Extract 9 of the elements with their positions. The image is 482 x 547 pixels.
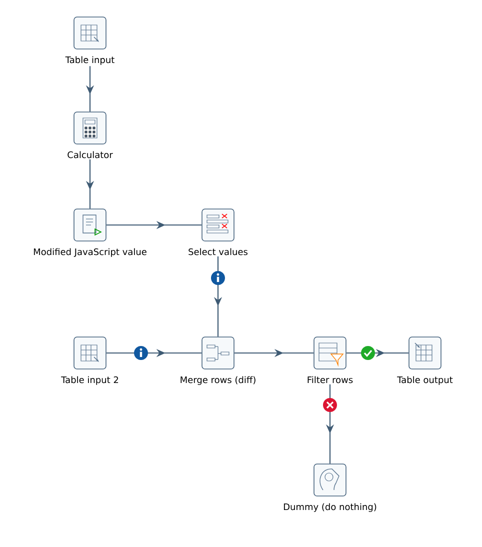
step-label: Filter rows: [308, 376, 353, 384]
step-label: Dummy (do nothing): [284, 503, 376, 512]
step-label: Table output: [397, 376, 453, 385]
step-label: Select values: [188, 248, 248, 256]
step-label: Calculator: [68, 151, 113, 158]
step-label: Modified JavaScript value: [34, 248, 146, 257]
step-label: Merge rows (diff): [180, 376, 256, 385]
step-label: Table input: [65, 56, 114, 65]
step-label: Table input 2: [61, 376, 118, 385]
